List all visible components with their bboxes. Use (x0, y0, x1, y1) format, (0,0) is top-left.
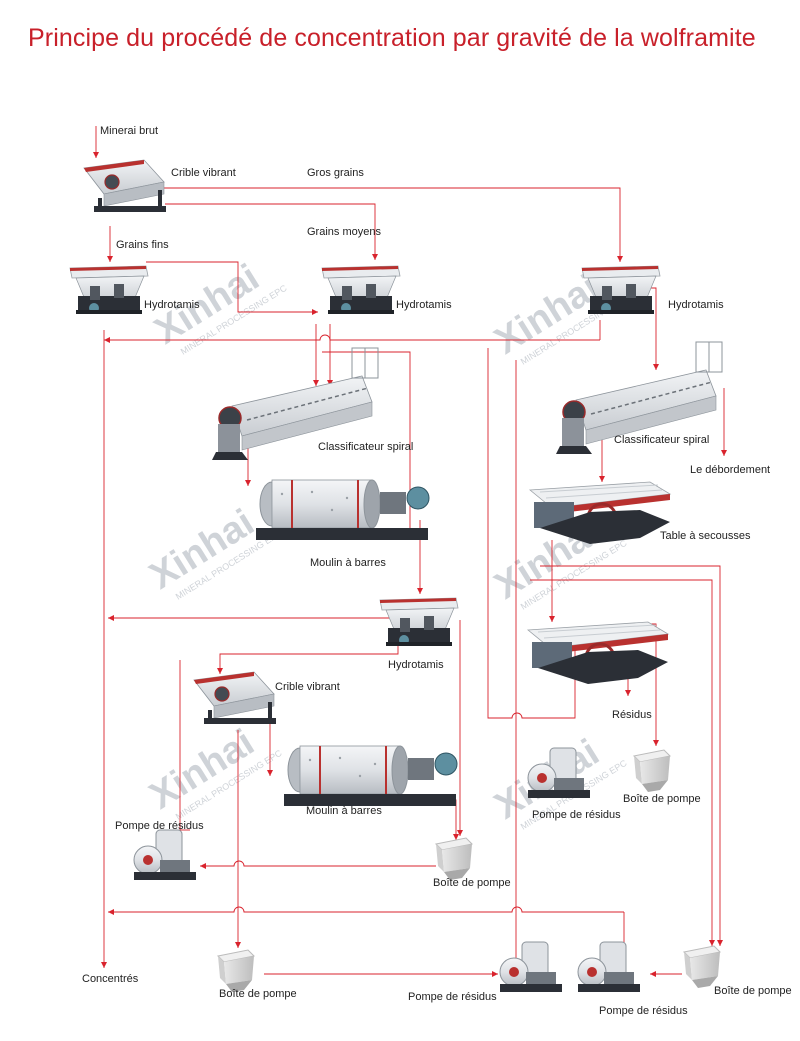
label-boite-de-pompe-4: Boîte de pompe (714, 985, 792, 997)
label-grains-moyens: Grains moyens (307, 226, 381, 238)
pump-box-4-icon (683, 945, 721, 989)
shaking-table-2-icon (526, 620, 670, 686)
slurry-pump-4-icon (577, 941, 641, 993)
rod-mill-1-icon (255, 479, 430, 541)
jig-3-icon (581, 265, 661, 315)
label-hydrotamis-2: Hydrotamis (396, 299, 452, 311)
label-classificateur-spiral-1: Classificateur spiral (318, 441, 413, 453)
flow-lines (93, 126, 727, 980)
label-concentres: Concentrés (82, 973, 139, 985)
label-le-debordement: Le débordement (690, 464, 770, 476)
label-boite-de-pompe-2: Boîte de pompe (433, 877, 511, 889)
label-boite-de-pompe-3: Boîte de pompe (219, 988, 297, 1000)
label-crible-vibrant-1: Crible vibrant (171, 167, 236, 179)
label-boite-de-pompe-1: Boîte de pompe (623, 793, 701, 805)
flow-medium (165, 203, 378, 260)
pump-box-3-icon (217, 949, 255, 993)
label-crible-vibrant-2: Crible vibrant (275, 681, 340, 693)
diagram-title: Principe du procédé de concentration par… (28, 24, 756, 52)
labels-layer: Minerai brut Crible vibrant Gros grains … (82, 125, 792, 1017)
flow-jig4-screen (217, 632, 399, 674)
flow-pump2-return (487, 348, 576, 719)
label-residus: Résidus (612, 709, 652, 721)
jig-1-icon (69, 265, 149, 315)
label-hydrotamis-3: Hydrotamis (668, 299, 724, 311)
label-pompe-de-residus-2: Pompe de résidus (115, 820, 204, 832)
label-table-a-secousses: Table à secousses (660, 530, 751, 542)
label-pompe-de-residus-3: Pompe de résidus (408, 991, 497, 1003)
label-pompe-de-residus-1: Pompe de résidus (532, 809, 621, 821)
flow-table-right-2 (540, 565, 723, 946)
flow-mill-return (322, 351, 411, 530)
flow-table-right (530, 579, 715, 946)
jig-2-icon (321, 265, 401, 315)
flow-jig1-tail (146, 261, 318, 315)
flow-box1-pump1 (200, 860, 436, 869)
rod-mill-2-icon (283, 745, 458, 807)
slurry-pump-3-icon (499, 941, 563, 993)
flow-coarse (160, 187, 623, 262)
label-grains-fins: Grains fins (116, 239, 169, 251)
label-moulin-a-barres-2: Moulin à barres (306, 805, 382, 817)
vibrating-screen-2-icon (193, 671, 277, 725)
slurry-pump-1-icon (133, 829, 197, 881)
label-gros-grains: Gros grains (307, 167, 364, 179)
jig-4-icon (379, 597, 459, 647)
pump-box-1-icon (435, 837, 473, 881)
label-minerai-brut: Minerai brut (100, 125, 158, 137)
flow-bottom-collector (108, 906, 624, 915)
label-classificateur-spiral-2: Classificateur spiral (614, 434, 709, 446)
label-pompe-de-residus-4: Pompe de résidus (599, 1005, 688, 1017)
vibrating-screen-1-icon (83, 159, 167, 213)
label-hydrotamis-4: Hydrotamis (388, 659, 444, 671)
label-hydrotamis-1: Hydrotamis (144, 299, 200, 311)
pump-box-2-icon (633, 749, 671, 793)
label-moulin-a-barres-1: Moulin à barres (310, 557, 386, 569)
